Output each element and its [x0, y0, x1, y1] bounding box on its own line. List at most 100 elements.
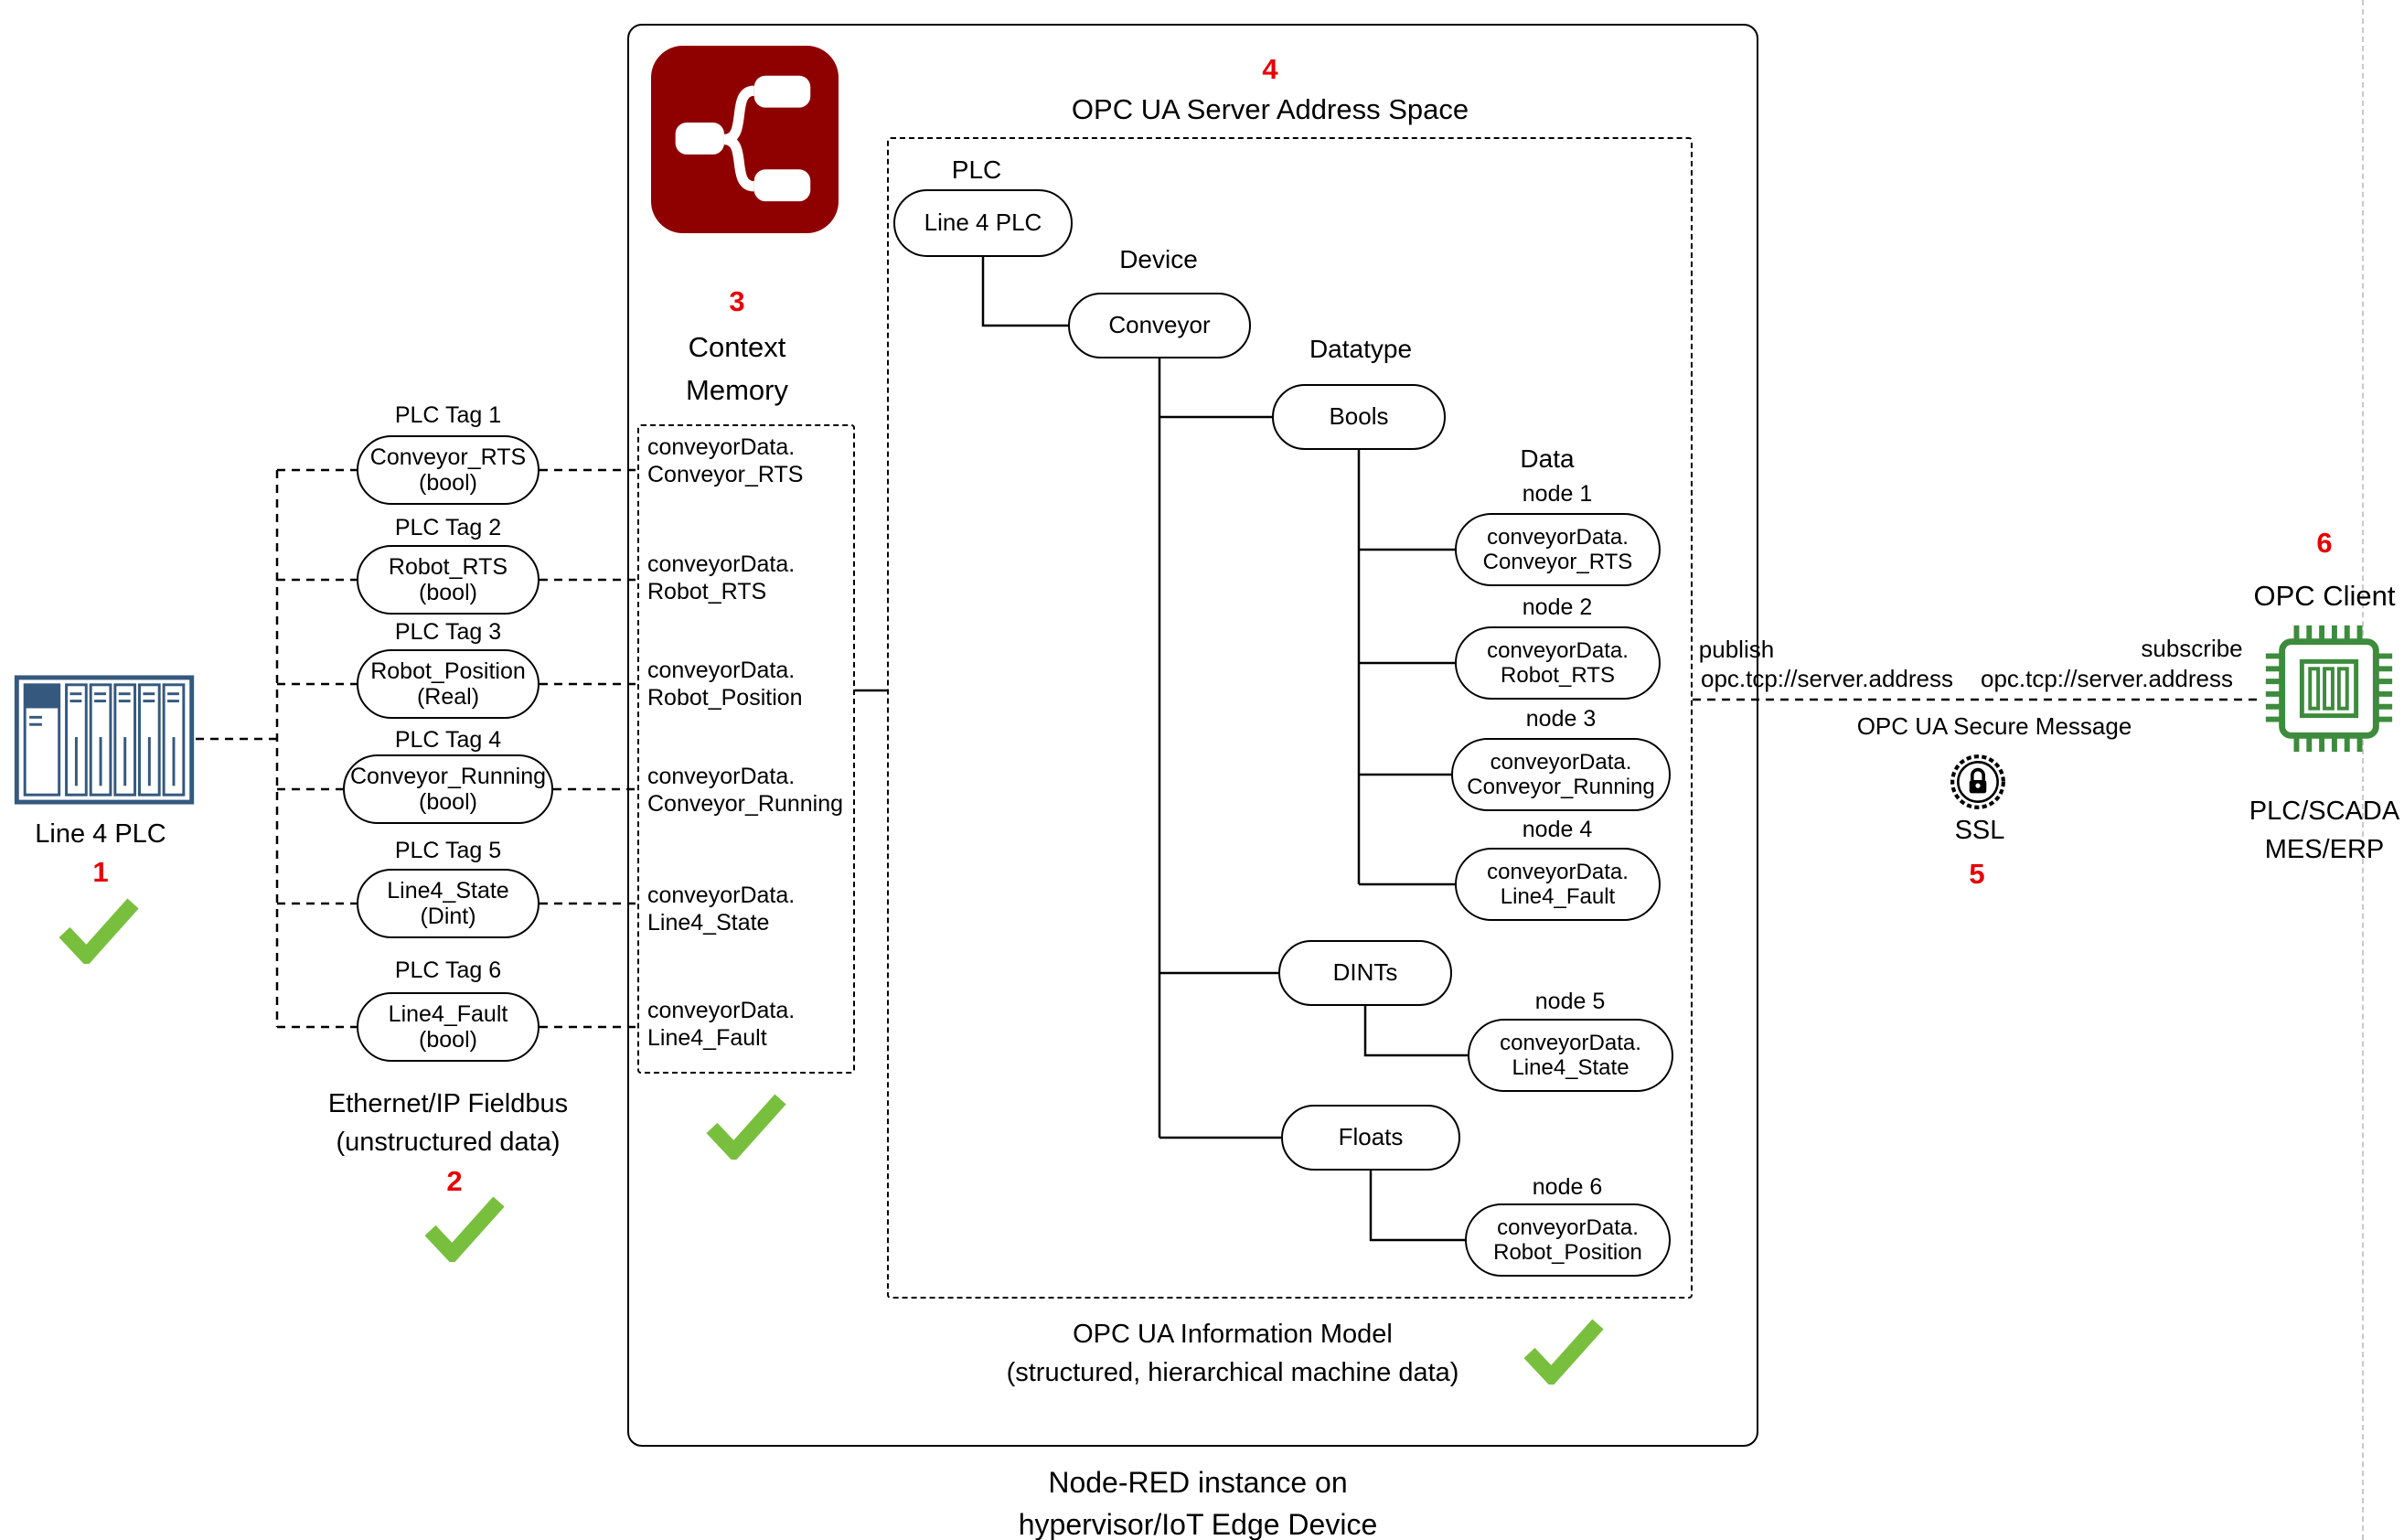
opc-client-caption-line1: PLC/SCADA	[2249, 797, 2400, 826]
plc-tag-4-title: PLC Tag 4	[394, 727, 502, 753]
dashed-fieldbus-lines	[196, 468, 637, 1029]
plc-device-label: Line 4 PLC	[35, 819, 166, 849]
context-memory-title-line1: Context	[688, 331, 786, 363]
context-entry-6: conveyorData. Line4_Fault	[647, 997, 795, 1052]
plc-tag-4: Conveyor_Running (bool)	[343, 754, 553, 824]
subscribe-label: subscribe	[2141, 635, 2243, 662]
context-entry-4-line2: Conveyor_Running	[647, 791, 844, 817]
data-node-1: conveyorData. Conveyor_RTS	[1455, 513, 1661, 586]
plc-tag-2: Robot_RTS (bool)	[357, 545, 540, 615]
nodered-instance-caption: Node-RED instance on hypervisor/IoT Edge…	[1019, 1461, 1377, 1540]
level-label-datatype: Datatype	[1309, 335, 1413, 363]
level-label-device: Device	[1119, 245, 1198, 273]
nodered-instance-caption-line1: Node-RED instance on	[1048, 1466, 1348, 1499]
page-boundary-divider	[2362, 0, 2364, 1540]
context-entry-6-line2: Line4_Fault	[647, 1025, 767, 1051]
plc-tag-4-name: Conveyor_Running	[349, 763, 547, 789]
data-node-6-line1: conveyorData.	[1497, 1214, 1639, 1240]
tree-node-bools: Bools	[1272, 384, 1446, 450]
context-entry-2-line1: conveyorData.	[647, 551, 796, 577]
plc-tag-3-title: PLC Tag 3	[394, 619, 502, 645]
address-space-title: OPC UA Server Address Space	[1071, 93, 1469, 125]
context-entry-5-line1: conveyorData.	[647, 882, 796, 908]
plc-tag-6: Line4_Fault (bool)	[357, 992, 540, 1062]
tree-node-floats-label: Floats	[1338, 1123, 1404, 1151]
step-number-4: 4	[1262, 53, 1278, 85]
ssl-badge-icon	[1950, 754, 2005, 809]
context-entry-1: conveyorData. Conveyor_RTS	[647, 433, 803, 488]
context-entry-3: conveyorData. Robot_Position	[647, 657, 803, 711]
information-model-caption-line1: OPC UA Information Model	[1073, 1320, 1393, 1349]
tree-node-floats: Floats	[1281, 1105, 1460, 1171]
tree-node-conveyor-label: Conveyor	[1108, 311, 1211, 339]
data-node-2: conveyorData. Robot_RTS	[1455, 626, 1661, 700]
context-memory-box	[637, 424, 855, 1074]
context-entry-5-line2: Line4_State	[647, 910, 770, 936]
context-entry-1-line2: Conveyor_RTS	[647, 462, 804, 487]
data-node-3-line1: conveyorData.	[1490, 749, 1632, 775]
step-number-5: 5	[1969, 858, 1985, 890]
data-node-6-title: node 6	[1532, 1174, 1603, 1200]
fieldbus-caption-line1: Ethernet/IP Fieldbus	[327, 1089, 569, 1118]
plc-tag-5-type: (Dint)	[420, 904, 476, 929]
plc-rack-icon	[14, 675, 195, 805]
data-node-5-line1: conveyorData.	[1500, 1030, 1641, 1055]
context-entry-4-line1: conveyorData.	[647, 764, 796, 789]
data-node-3-line2: Conveyor_Running	[1467, 775, 1655, 799]
data-node-6: conveyorData. Robot_Position	[1465, 1203, 1671, 1277]
data-node-2-title: node 2	[1522, 594, 1593, 620]
plc-tag-6-type: (bool)	[419, 1027, 477, 1053]
opc-client-chip-icon	[2265, 625, 2393, 753]
context-entry-4: conveyorData. Conveyor_Running	[647, 763, 843, 818]
information-model-caption-line2: (structured, hierarchical machine data)	[1006, 1358, 1459, 1388]
opc-client-caption: PLC/SCADA MES/ERP	[2249, 792, 2399, 869]
context-memory-title-line2: Memory	[686, 374, 788, 406]
level-label-data: Data	[1520, 444, 1575, 473]
checkmark-plc	[59, 898, 139, 964]
secure-message-label: OPC UA Secure Message	[1856, 712, 2132, 740]
tree-node-plc: Line 4 PLC	[893, 189, 1073, 257]
context-entry-3-line2: Robot_Position	[647, 685, 803, 711]
context-memory-title: Context Memory	[686, 326, 788, 412]
data-node-2-line1: conveyorData.	[1487, 637, 1629, 663]
data-node-3: conveyorData. Conveyor_Running	[1451, 738, 1671, 811]
context-entry-3-line1: conveyorData.	[647, 658, 796, 683]
data-node-3-title: node 3	[1525, 706, 1597, 732]
fieldbus-caption: Ethernet/IP Fieldbus (unstructured data)	[328, 1085, 568, 1161]
context-entry-2-line2: Robot_RTS	[647, 579, 767, 604]
tree-node-plc-label: Line 4 PLC	[924, 209, 1042, 237]
context-entry-1-line1: conveyorData.	[647, 434, 796, 460]
level-label-plc: PLC	[951, 155, 1002, 184]
step-number-2: 2	[446, 1165, 463, 1197]
tree-node-bools-label: Bools	[1329, 402, 1389, 431]
data-node-1-line1: conveyorData.	[1487, 524, 1629, 550]
publish-address: opc.tcp://server.address	[1700, 665, 1954, 692]
solid-tree-lines	[855, 257, 1468, 1242]
checkmark-fieldbus	[424, 1196, 505, 1262]
plc-tag-3-name: Robot_Position	[370, 658, 526, 684]
tree-node-dints-label: DINTs	[1332, 958, 1398, 987]
plc-tag-4-type: (bool)	[419, 789, 477, 815]
plc-tag-1-type: (bool)	[419, 470, 477, 496]
data-node-1-line2: Conveyor_RTS	[1482, 550, 1633, 574]
plc-tag-3-type: (Real)	[416, 684, 480, 710]
opc-client-caption-line2: MES/ERP	[2264, 835, 2385, 865]
data-node-4: conveyorData. Line4_Fault	[1455, 848, 1661, 921]
data-node-5-title: node 5	[1534, 989, 1606, 1014]
address-space-box	[887, 137, 1693, 1299]
data-node-4-title: node 4	[1522, 817, 1593, 842]
checkmark-context-memory	[706, 1094, 786, 1160]
plc-tag-5-name: Line4_State	[387, 877, 509, 904]
step-number-3: 3	[729, 285, 745, 317]
plc-tag-3: Robot_Position (Real)	[357, 649, 540, 719]
plc-tag-1-title: PLC Tag 1	[394, 402, 502, 428]
nodered-instance-caption-line2: hypervisor/IoT Edge Device	[1018, 1508, 1378, 1540]
checkmark-information-model	[1523, 1319, 1604, 1385]
data-node-1-title: node 1	[1522, 481, 1593, 507]
data-node-4-line2: Line4_Fault	[1500, 884, 1616, 909]
plc-tag-6-name: Line4_Fault	[388, 1000, 508, 1027]
plc-tag-5: Line4_State (Dint)	[357, 869, 540, 938]
opc-client-title: OPC Client	[2253, 580, 2396, 612]
tree-node-dints: DINTs	[1278, 940, 1452, 1006]
